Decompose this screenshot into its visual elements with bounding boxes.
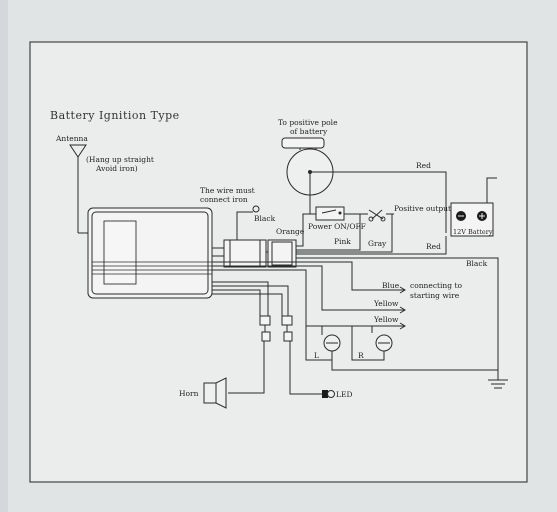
control-unit	[87, 207, 213, 299]
label-positive-output: Positive output	[394, 204, 451, 213]
label-pink: Pink	[334, 237, 351, 246]
label-orange: Orange	[276, 227, 305, 236]
lamp-right-icon	[351, 326, 393, 361]
horn-fuse-connector	[259, 315, 271, 342]
label-gray: Gray	[368, 239, 387, 248]
label-lamp-left: L	[314, 351, 319, 360]
label-antenna-note-2: Avoid iron)	[95, 164, 138, 173]
label-power-switch: Power ON/OFF	[308, 222, 366, 231]
label-antenna-note-1: (Hang up straight	[86, 155, 154, 164]
connector-right	[267, 239, 297, 268]
relay-switch-icon	[368, 209, 386, 222]
label-lamp-right: R	[358, 351, 364, 360]
label-positive-pole-2: of battery	[290, 127, 328, 136]
label-antenna: Antenna	[55, 134, 88, 143]
label-black-top: Black	[254, 214, 276, 223]
label-yellow-2: Yellow	[373, 315, 399, 324]
battery-12v-icon	[450, 177, 497, 237]
ground-icon	[488, 379, 508, 389]
ground-terminal	[236, 205, 260, 240]
label-iron-note-1: The wire must	[200, 186, 255, 195]
label-red-top: Red	[416, 161, 431, 170]
label-starting-1: connecting to	[410, 281, 462, 290]
label-blue: Blue	[382, 281, 400, 290]
label-yellow-1: Yellow	[373, 299, 399, 308]
label-led: LED	[336, 390, 352, 399]
label-positive-pole-1: To positive pole	[278, 118, 338, 127]
label-red-bottom: Red	[426, 242, 441, 251]
label-horn: Horn	[179, 389, 199, 398]
led-fuse-connector	[281, 315, 293, 342]
horn-icon	[203, 377, 227, 409]
label-black-right: Black	[466, 259, 488, 268]
lamp-left-icon	[305, 326, 341, 361]
connector-left	[223, 239, 267, 268]
label-starting-2: starting wire	[410, 291, 460, 300]
diagram-title: Battery Ignition Type	[50, 109, 180, 122]
label-iron-note-2: connect iron	[200, 195, 248, 204]
led-icon	[322, 390, 335, 398]
label-battery: 12V Battery	[453, 228, 493, 236]
